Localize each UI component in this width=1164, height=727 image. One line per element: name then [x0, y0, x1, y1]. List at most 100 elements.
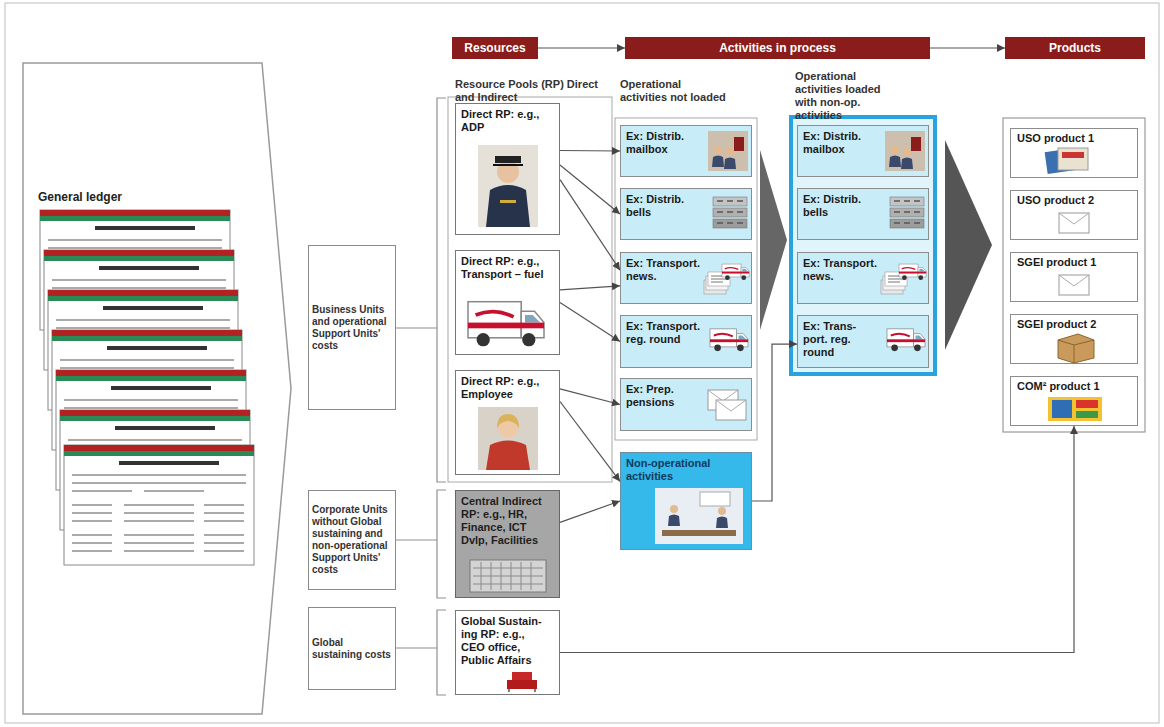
activity-box: Ex: Prep. pensions [620, 378, 752, 431]
flow-chevron [945, 140, 992, 350]
box-text: Activities in process [719, 41, 836, 55]
resource-pool-box: Direct RP: e.g., Employee [455, 370, 560, 475]
products-frame [1003, 118, 1145, 432]
stage-header-bar: Products [1005, 37, 1145, 59]
stage-header-bar: Activities in process [625, 37, 930, 59]
product-box: COM² product 1 [1010, 376, 1138, 426]
meeting-picture [700, 492, 730, 506]
box-text: General ledger [38, 190, 292, 204]
connector-arrow [752, 344, 797, 501]
meeting-picture [655, 488, 743, 544]
postman-photo [486, 185, 530, 227]
box-text: Ex: Prep. pensions [626, 383, 706, 409]
employee-photo [478, 407, 538, 470]
meeting-picture [662, 530, 736, 536]
activity-pictures [708, 131, 748, 171]
non-operational-box: Non-operational activities [620, 452, 752, 550]
employee-photo [498, 418, 518, 438]
activity-pictures [716, 400, 746, 420]
indirect-pool-box: Central Indirect RP: e.g., HR, Finance, … [455, 490, 560, 598]
box-text: Direct RP: e.g., Transport – fuel [461, 255, 549, 281]
product-pictures [1076, 400, 1098, 408]
column-heading: Operational activities loaded with non-o… [795, 70, 905, 122]
van-picture [468, 302, 544, 347]
product-pictures [1059, 213, 1089, 233]
box-text: Corporate Units without Global sustainin… [312, 504, 392, 576]
grouping-brackets [396, 98, 446, 695]
connector-arrow [560, 389, 620, 405]
employee-photo [497, 414, 519, 428]
column-heading: Resource Pools (RP) Direct and Indirect [455, 78, 605, 104]
activity-pictures [710, 329, 748, 351]
keyboard-picture [473, 562, 543, 590]
box-text: Ex: Trans- port. reg. round [803, 320, 883, 359]
activity-pictures [881, 272, 907, 294]
product-pictures [1058, 340, 1094, 363]
grouping-brackets [396, 98, 446, 482]
resource-pool-box: Global Sustain- ing RP: e.g., CEO office… [455, 610, 560, 695]
chevron-outline [22, 62, 292, 715]
box-text: Ex: Distrib. mailbox [626, 130, 706, 156]
ledger-chevron: General ledger [22, 62, 292, 715]
product-pictures [1048, 397, 1102, 421]
box-text: Central Indirect RP: e.g., HR, Finance, … [461, 495, 549, 547]
employee-photo [478, 407, 538, 470]
activity-box: Ex: Distrib. mailbox [620, 125, 752, 177]
activity-box: Ex: Distrib. mailbox [797, 125, 929, 177]
activity-pictures [885, 131, 925, 171]
armchair-picture [512, 672, 532, 682]
box-text: USO product 2 [1017, 194, 1131, 207]
column-heading: Operational activities loaded with non-o… [795, 70, 905, 122]
product-pictures [1059, 275, 1089, 295]
meeting-picture [668, 505, 680, 526]
box-text: Ex: Distrib. mailbox [803, 130, 883, 156]
box-text: Ex: Transport. news. [803, 257, 883, 283]
postman-photo [478, 145, 538, 227]
box-text: Global sustaining costs [312, 637, 392, 661]
connector-arrow [560, 180, 620, 271]
product-box: SGEI product 2 [1010, 314, 1138, 364]
connector-arrow [560, 402, 620, 482]
activity-box: Ex: Distrib. bells [797, 188, 929, 240]
product-pictures [1045, 148, 1078, 174]
box-text: Ex: Transport. reg. round [626, 320, 706, 346]
connector-arrow [560, 501, 620, 522]
activity-pictures [704, 131, 926, 420]
box-text: SGEI product 2 [1017, 318, 1131, 331]
resource-pool-box: Direct RP: e.g., Transport – fuel [455, 250, 560, 355]
stage-header-bar: Resources [452, 37, 538, 59]
box-text: Business Units and operational Support U… [312, 304, 392, 352]
grouping-brackets [396, 610, 446, 695]
cost-group-box: Global sustaining costs [308, 607, 396, 690]
product-pictures [1045, 148, 1102, 421]
activity-pictures [887, 329, 925, 351]
keyboard-picture [470, 560, 546, 592]
activity-pictures [890, 197, 924, 228]
grouping-brackets [396, 490, 446, 598]
connector-arrow [560, 150, 620, 152]
chevron-outline [23, 63, 291, 714]
employee-photo [486, 441, 530, 471]
keyboard-picture [470, 560, 546, 592]
product-box: SGEI product 1 [1010, 252, 1138, 302]
cost-group-box: Corporate Units without Global sustainin… [308, 490, 396, 590]
activity-pictures [713, 197, 747, 228]
box-text: Products [1049, 41, 1101, 55]
postman-photo [497, 161, 519, 183]
activity-box: Ex: Transport. news. [620, 252, 752, 304]
column-heading: Operational activities not loaded [620, 78, 728, 104]
product-pictures [1062, 152, 1084, 158]
connector-arrow [560, 303, 620, 342]
outer-frame [5, 3, 1159, 723]
armchair-picture [507, 680, 537, 689]
box-text: Ex: Distrib. bells [626, 193, 706, 219]
activity-pictures [708, 390, 738, 410]
activity-box: Ex: Transport. news. [797, 252, 929, 304]
ledger-sheets [40, 210, 254, 565]
activity-box: Ex: Transport. reg. round [620, 315, 752, 368]
box-text: Global Sustain- ing RP: e.g., CEO office… [461, 615, 549, 667]
activity-box: Ex: Trans- port. reg. round [797, 315, 929, 368]
armchair-picture [509, 689, 535, 692]
